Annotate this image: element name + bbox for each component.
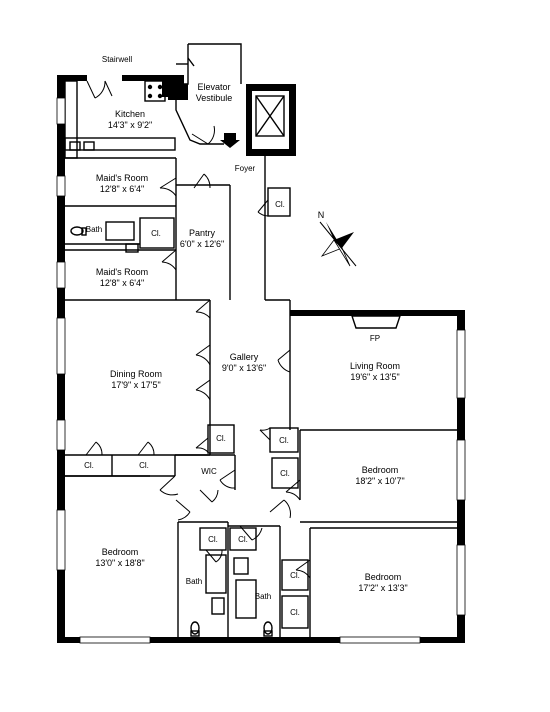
gallery-name: Gallery (230, 352, 259, 362)
bath-2-label: Bath (255, 592, 271, 601)
bedroom-3-closet-2-label: Cl. (290, 608, 300, 617)
maid-room-1-dims: 12'8" x 6'4" (100, 184, 144, 194)
interior-walls (65, 156, 460, 637)
bedroom-3-closet-1-label: Cl. (290, 571, 300, 580)
maid-room-2-dims: 12'8" x 6'4" (100, 278, 144, 288)
foyer-label: Foyer (235, 164, 256, 173)
gallery-closet-label: Cl. (216, 434, 226, 443)
vestibule-walls (175, 43, 242, 145)
gallery-dims: 9'0" x 13'6" (222, 363, 266, 373)
bedroom-3-dims: 17'2" x 13'3" (358, 583, 407, 593)
stairwell-label: Stairwell (102, 55, 132, 64)
pantry-name: Pantry (189, 228, 216, 238)
kitchen-name: Kitchen (115, 109, 145, 119)
bedroom-2-dims: 13'0" x 18'8" (95, 558, 144, 568)
maid-bath-label: Bath (86, 225, 102, 234)
elevator-shaft (255, 95, 285, 137)
living-closet-label: Cl. (279, 436, 289, 445)
maid-closet-label: Cl. (151, 229, 161, 238)
dining-closet-2-label: Cl. (139, 461, 149, 470)
vestibule-label: Vestibule (196, 93, 233, 103)
maid-room-1-name: Maid's Room (96, 173, 148, 183)
fixtures (64, 80, 401, 637)
doors (85, 80, 311, 579)
bath-closet-2-label: Cl. (238, 535, 248, 544)
dining-room-dims: 17'9" x 17'5" (111, 380, 160, 390)
maid-room-2-name: Maid's Room (96, 267, 148, 277)
wic-label: WIC (201, 467, 217, 476)
foyer-closet-label: Cl. (275, 200, 285, 209)
bedroom-1-closet-label: Cl. (280, 469, 290, 478)
pantry-dims: 6'0" x 12'6" (180, 239, 224, 249)
windows (56, 97, 466, 644)
bedroom-1-name: Bedroom (362, 465, 399, 475)
living-room-dims: 19'6" x 13'5" (350, 372, 399, 382)
dining-closet-1-label: Cl. (84, 461, 94, 470)
elevator-label: Elevator (197, 82, 230, 92)
bath-1-label: Bath (186, 577, 202, 586)
north-compass-icon (319, 221, 357, 267)
bath-closet-1-label: Cl. (208, 535, 218, 544)
north-label: N (318, 210, 325, 220)
living-room-name: Living Room (350, 361, 400, 371)
bedroom-2-name: Bedroom (102, 547, 139, 557)
bedroom-3-name: Bedroom (365, 572, 402, 582)
bedroom-1-dims: 18'2" x 10'7" (355, 476, 404, 486)
kitchen-dims: 14'3" x 9'2" (108, 120, 152, 130)
labels: Stairwell Elevator Vestibule Foyer Kitch… (84, 55, 408, 617)
dining-room-name: Dining Room (110, 369, 162, 379)
fireplace-label: FP (370, 334, 380, 343)
entry-arrow-icon (220, 133, 240, 148)
